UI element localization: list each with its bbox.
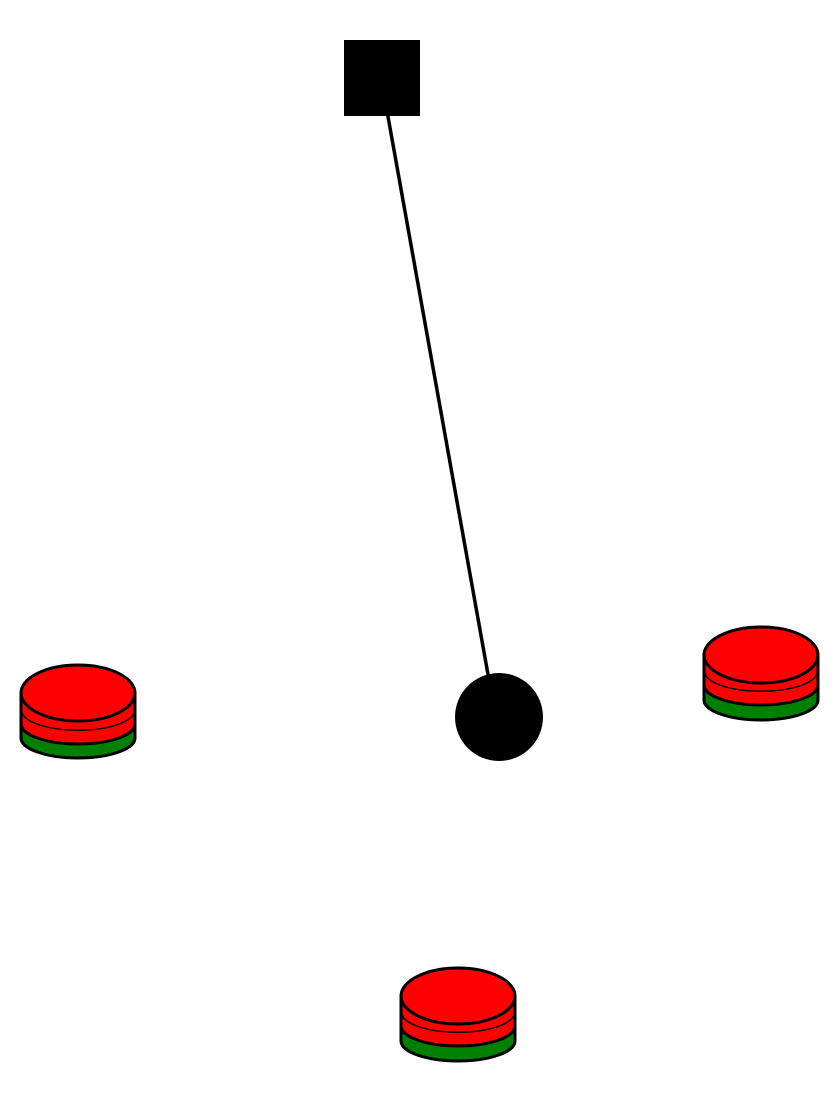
magnet-bottom-cap bbox=[399, 966, 517, 1026]
magnet-left-cap bbox=[19, 663, 137, 723]
magnet-right bbox=[702, 625, 820, 722]
pendulum-bob bbox=[455, 673, 543, 761]
magnet-right-sides bbox=[702, 655, 820, 700]
magnet-right-cap bbox=[702, 625, 820, 685]
pendulum-string bbox=[385, 110, 491, 681]
magnet-bottom-mid-band bbox=[401, 1013, 515, 1046]
magnet-left-sides bbox=[19, 693, 137, 738]
magnet-right-mid-band bbox=[704, 672, 818, 705]
pivot-mount bbox=[344, 40, 420, 116]
magnet-left-divider bbox=[19, 723, 137, 746]
magnet-bottom-sides bbox=[399, 996, 517, 1041]
magnet-left-mid-band bbox=[21, 711, 135, 744]
magnet-bottom bbox=[399, 966, 517, 1063]
magnet-left bbox=[19, 663, 137, 760]
magnet-bottom-divider bbox=[399, 1025, 517, 1048]
magnet-right-divider bbox=[702, 684, 820, 707]
